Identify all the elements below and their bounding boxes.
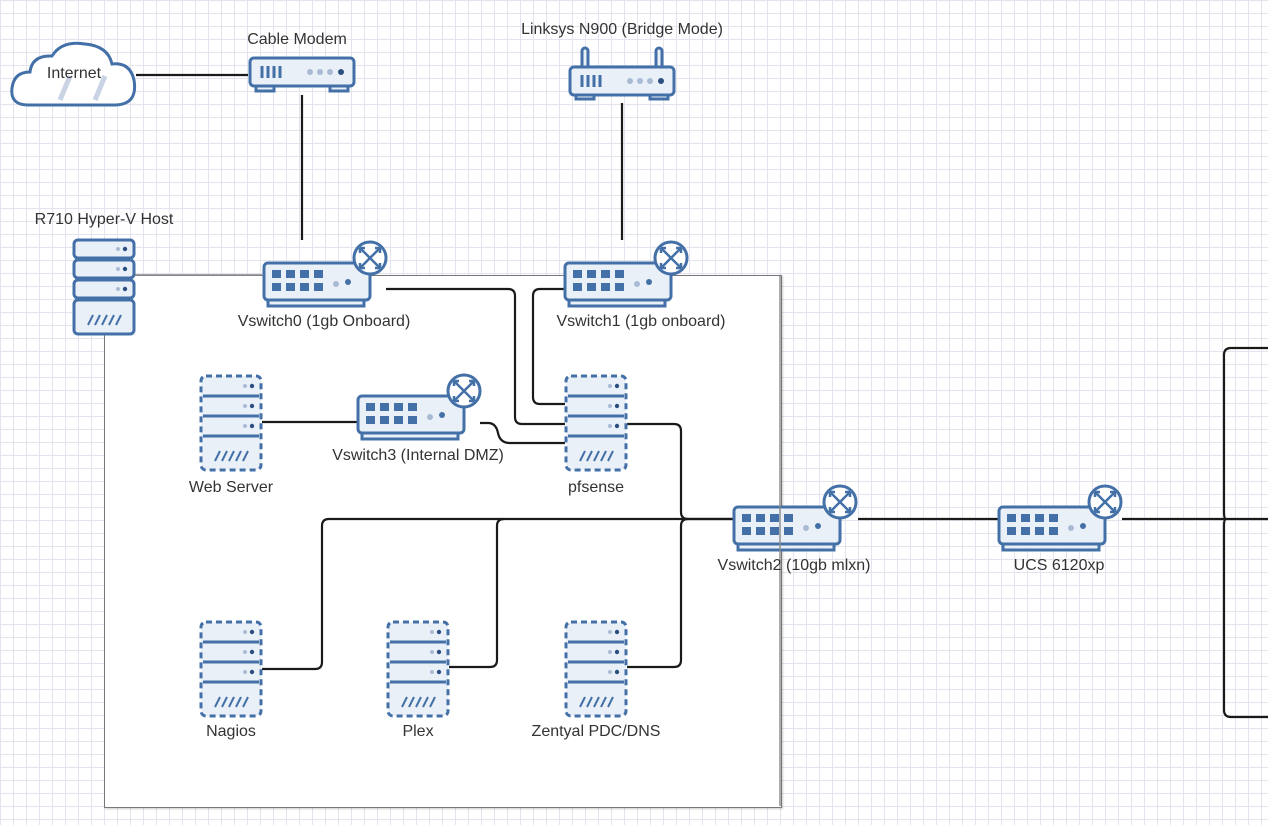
edge-pfsense-vswitch2 bbox=[627, 422, 733, 521]
node-label-plex: Plex bbox=[402, 723, 434, 740]
edge-nagios-vswitch2 bbox=[262, 517, 733, 671]
wireless-router-icon[interactable] bbox=[568, 46, 676, 101]
node-label-vswitch2: Vswitch2 (10gb mlxn) bbox=[717, 557, 871, 574]
edge-vswitch0-pfsense bbox=[386, 287, 565, 426]
node-label-zentyal: Zentyal PDC/DNS bbox=[531, 723, 661, 740]
internet-cloud-icon[interactable] bbox=[10, 41, 137, 107]
edge-zentyal-vswitch2 bbox=[627, 517, 689, 669]
plex-vm-icon[interactable] bbox=[386, 620, 450, 718]
node-label-web-server: Web Server bbox=[188, 479, 274, 496]
node-label-cable-modem: Cable Modem bbox=[247, 31, 347, 48]
r710-server-icon[interactable] bbox=[72, 238, 136, 336]
node-label-r710: R710 Hyper-V Host bbox=[34, 211, 174, 228]
node-label-linksys: Linksys N900 (Bridge Mode) bbox=[521, 21, 723, 38]
node-label-nagios: Nagios bbox=[206, 723, 256, 740]
vswitch0-icon[interactable] bbox=[262, 240, 388, 308]
edge-ucs-offscreen bbox=[1122, 346, 1268, 719]
vswitch1-icon[interactable] bbox=[563, 240, 689, 308]
vswitch2-icon[interactable] bbox=[732, 484, 858, 552]
zentyal-vm-icon[interactable] bbox=[564, 620, 628, 718]
node-label-internet: Internet bbox=[46, 65, 102, 82]
node-label-vswitch0: Vswitch0 (1gb Onboard) bbox=[237, 313, 411, 330]
node-label-vswitch1: Vswitch1 (1gb onboard) bbox=[556, 313, 726, 330]
ucs-switch-icon[interactable] bbox=[997, 484, 1123, 552]
edge-plex-vswitch2 bbox=[449, 517, 505, 669]
node-label-vswitch3: Vswitch3 (Internal DMZ) bbox=[332, 447, 504, 464]
edge-vswitch3-pfsense bbox=[480, 421, 565, 445]
hyperv-host-container[interactable] bbox=[104, 275, 782, 808]
cable-modem-icon[interactable] bbox=[248, 56, 356, 93]
vswitch3-icon[interactable] bbox=[356, 373, 482, 441]
pfsense-vm-icon[interactable] bbox=[564, 374, 628, 472]
node-label-pfsense: pfsense bbox=[567, 479, 625, 496]
nagios-vm-icon[interactable] bbox=[199, 620, 263, 718]
webserver-vm-icon[interactable] bbox=[199, 374, 263, 472]
node-label-ucs: UCS 6120xp bbox=[1013, 557, 1105, 574]
edge-vswitch1-pfsense bbox=[531, 287, 565, 406]
